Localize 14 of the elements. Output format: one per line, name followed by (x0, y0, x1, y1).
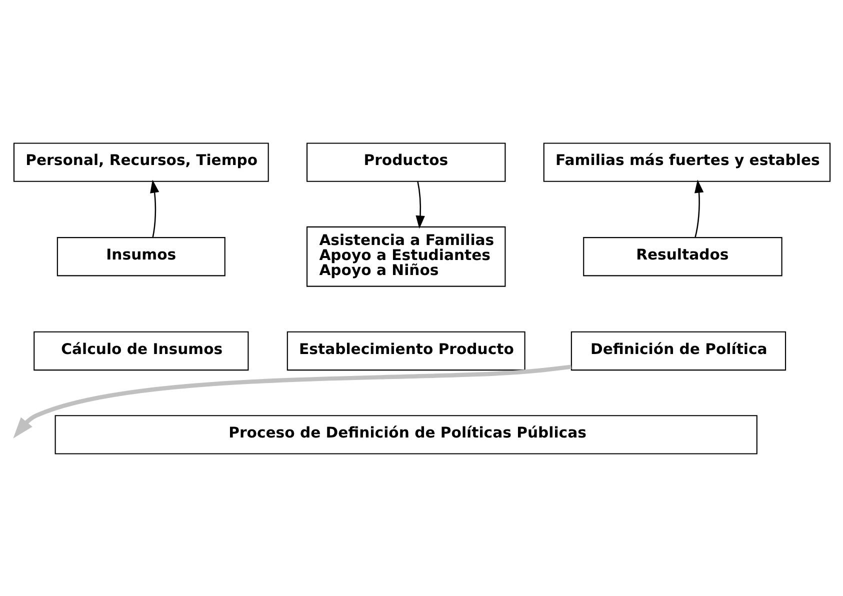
node-box: Resultados (582, 236, 782, 276)
node-box: Establecimiento Producto (286, 330, 525, 370)
node-box: Productos (306, 142, 506, 182)
node-box: Personal, Recursos, Tiempo (12, 142, 268, 182)
arrow (694, 179, 704, 238)
node-box: Cálculo de Insumos (33, 330, 248, 370)
arrow (150, 179, 159, 238)
node-box: Familias más fuertes y estables (542, 142, 830, 182)
node-box: Proceso de Definición de Políticas Públicas (54, 414, 757, 454)
arrow (415, 180, 424, 228)
node-box: Definición de Política (570, 330, 786, 370)
arrow (12, 364, 572, 438)
node-box: Asistencia a Familias Apoyo a Estudiantes Apoyo a Niños (306, 226, 506, 286)
node-box: Insumos (56, 236, 225, 276)
